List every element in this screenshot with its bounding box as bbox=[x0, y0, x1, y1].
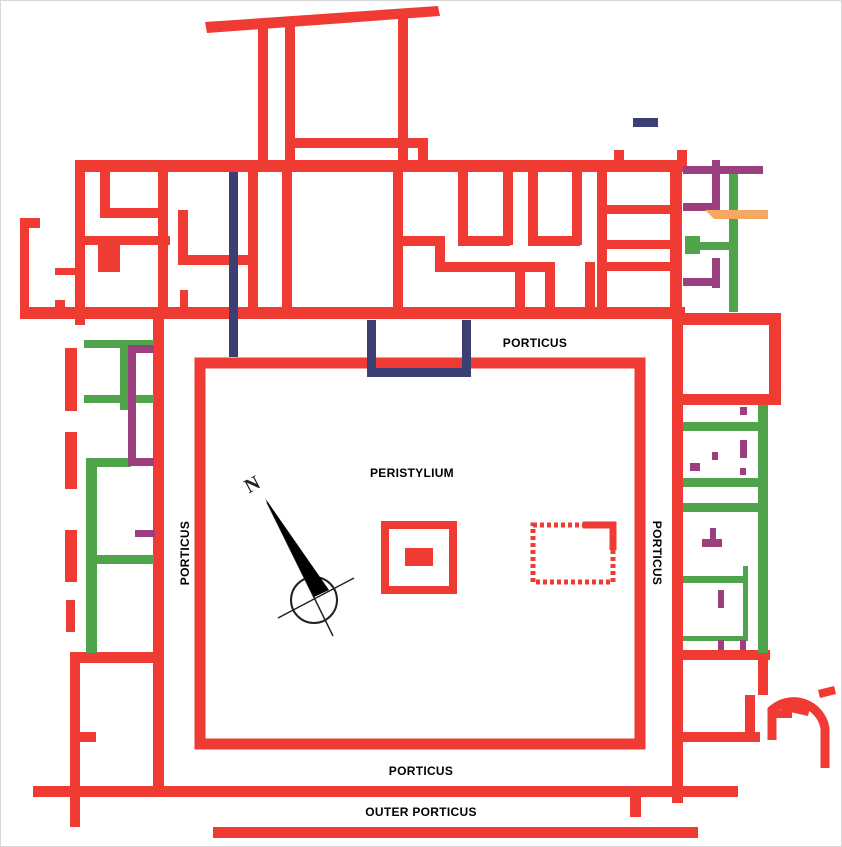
walls-red bbox=[20, 6, 836, 838]
north-label: N bbox=[241, 471, 265, 497]
porticus-right-label: PORTICUS bbox=[650, 521, 664, 585]
walls-green bbox=[84, 172, 768, 653]
porticus-left-label: PORTICUS bbox=[178, 521, 192, 585]
outer-porticus-label: OUTER PORTICUS bbox=[365, 805, 477, 819]
north-arrow-icon bbox=[265, 498, 355, 637]
peristylium-label: PERISTYLIUM bbox=[370, 466, 454, 480]
walls-purple bbox=[128, 160, 763, 650]
porticus-bottom-label: PORTICUS bbox=[389, 764, 453, 778]
walls-navy bbox=[229, 118, 658, 377]
walls-orange bbox=[705, 210, 768, 219]
porticus-top-label: PORTICUS bbox=[503, 336, 567, 350]
